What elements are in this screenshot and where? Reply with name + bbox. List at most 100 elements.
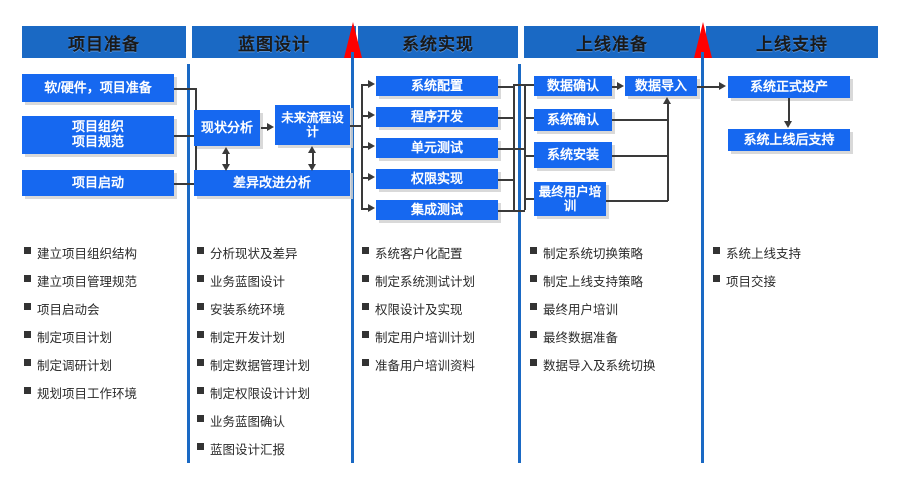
box-hw-sw-prep[interactable]: 软/硬件，项目准备 bbox=[22, 74, 174, 102]
conn-realize-f3 bbox=[361, 146, 369, 148]
box-to-be[interactable]: 未来流程设计 bbox=[275, 105, 350, 145]
list-item-label: 制定权限设计计划 bbox=[210, 387, 311, 401]
bullet-square-icon bbox=[713, 275, 720, 282]
list-item: 制定权限设计计划 bbox=[197, 383, 355, 402]
box-sys-install[interactable]: 系统安装 bbox=[534, 142, 612, 168]
box-gap-analysis[interactable]: 差异改进分析 bbox=[194, 170, 350, 196]
conn-dc-di-arrow bbox=[617, 82, 624, 90]
list-item-label: 项目启动会 bbox=[37, 303, 100, 317]
conn-di-prod-arrow bbox=[719, 82, 726, 90]
box-post-support[interactable]: 系统上线后支持 bbox=[728, 129, 850, 151]
conn-asis-tobe-arrow bbox=[267, 123, 274, 131]
list-item-label: 制定调研计划 bbox=[37, 359, 113, 373]
list-item: 系统客户化配置 bbox=[362, 243, 520, 262]
conn-si-right bbox=[612, 155, 668, 157]
list-item-label: 准备用户培训资料 bbox=[375, 359, 476, 373]
box-org-norm[interactable]: 项目组织 项目规范 bbox=[22, 116, 174, 154]
phase-header-realize[interactable]: 系统实现 bbox=[358, 26, 518, 58]
bullet-square-icon bbox=[24, 303, 31, 310]
box-enduser-train[interactable]: 最终用户培训 bbox=[534, 182, 606, 216]
conn-realize-arrow-4 bbox=[368, 173, 375, 181]
list-item: 权限设计及实现 bbox=[362, 299, 520, 318]
box-as-is[interactable]: 现状分析 bbox=[194, 110, 260, 146]
conn-asis-tobe bbox=[261, 127, 268, 129]
list-item: 最终用户培训 bbox=[530, 299, 700, 318]
bullet-square-icon bbox=[24, 331, 31, 338]
list-item-label: 规划项目工作环境 bbox=[37, 387, 138, 401]
list-item: 制定上线支持策略 bbox=[530, 271, 700, 290]
conn-prep4-f1 bbox=[524, 84, 538, 86]
list-item-label: 制定项目计划 bbox=[37, 331, 113, 345]
list-item: 规划项目工作环境 bbox=[24, 383, 182, 402]
bullet-square-icon bbox=[530, 359, 537, 366]
conn-realize-collapse-v bbox=[513, 86, 515, 211]
milestone-triangle-2 bbox=[694, 22, 712, 58]
deliverables-golive-prep: 制定系统切换策略 制定上线支持策略 最终用户培训 最终数据准备 数据导入及系统切… bbox=[530, 243, 700, 383]
list-item: 建立项目管理规范 bbox=[24, 271, 182, 290]
bullet-square-icon bbox=[24, 275, 31, 282]
bullet-square-icon bbox=[197, 415, 204, 422]
box-data-import[interactable]: 数据导入 bbox=[625, 76, 697, 96]
phase-header-prep[interactable]: 项目准备 bbox=[22, 26, 186, 58]
phase-header-blueprint[interactable]: 蓝图设计 bbox=[192, 26, 356, 58]
phase-header-golive-support[interactable]: 上线支持 bbox=[706, 26, 878, 58]
list-item: 数据导入及系统切换 bbox=[530, 355, 700, 374]
bullet-square-icon bbox=[197, 359, 204, 366]
box-kickoff[interactable]: 项目启动 bbox=[22, 170, 174, 196]
list-item-label: 蓝图设计汇报 bbox=[210, 443, 286, 457]
conn-di-prod bbox=[697, 86, 720, 88]
conn-tobe-gap-arrow-up bbox=[308, 146, 316, 153]
list-item: 业务蓝图确认 bbox=[197, 411, 355, 430]
conn-prep4-bot bbox=[513, 210, 525, 212]
bullet-square-icon bbox=[197, 443, 204, 450]
bullet-square-icon bbox=[362, 303, 369, 310]
bullet-square-icon bbox=[24, 247, 31, 254]
list-item: 制定调研计划 bbox=[24, 355, 182, 374]
bullet-square-icon bbox=[530, 275, 537, 282]
conn-prep-1-h bbox=[174, 88, 196, 90]
conn-r5-h bbox=[498, 210, 514, 212]
list-item-label: 制定上线支持策略 bbox=[543, 275, 644, 289]
deliverables-realize: 系统客户化配置 制定系统测试计划 权限设计及实现 制定用户培训计划 准备用户培训… bbox=[362, 243, 520, 383]
box-sys-config[interactable]: 系统配置 bbox=[376, 76, 498, 96]
list-item: 准备用户培训资料 bbox=[362, 355, 520, 374]
box-auth-impl[interactable]: 权限实现 bbox=[376, 169, 498, 189]
deliverables-prep: 建立项目组织结构 建立项目管理规范 项目启动会 制定项目计划 制定调研计划 规划… bbox=[24, 243, 182, 411]
box-unit-test[interactable]: 单元测试 bbox=[376, 138, 498, 158]
conn-realize-arrow-5 bbox=[368, 204, 375, 212]
conn-asis-gap-arrow-down bbox=[222, 164, 230, 171]
list-item: 蓝图设计汇报 bbox=[197, 439, 355, 458]
list-item-label: 最终用户培训 bbox=[543, 303, 619, 317]
box-data-confirm[interactable]: 数据确认 bbox=[534, 76, 612, 96]
list-item-label: 业务蓝图设计 bbox=[210, 275, 286, 289]
list-item: 制定开发计划 bbox=[197, 327, 355, 346]
bullet-square-icon bbox=[197, 247, 204, 254]
bullet-square-icon bbox=[197, 331, 204, 338]
list-item: 制定数据管理计划 bbox=[197, 355, 355, 374]
conn-tobe-gap-arrow-down bbox=[308, 164, 316, 171]
box-integration-test[interactable]: 集成测试 bbox=[376, 200, 498, 220]
phase-header-golive-prep[interactable]: 上线准备 bbox=[524, 26, 700, 58]
box-dev[interactable]: 程序开发 bbox=[376, 107, 498, 127]
bullet-square-icon bbox=[530, 303, 537, 310]
conn-merge-up-arrow bbox=[663, 97, 671, 104]
list-item-label: 制定数据管理计划 bbox=[210, 359, 311, 373]
bullet-square-icon bbox=[24, 359, 31, 366]
list-item: 业务蓝图设计 bbox=[197, 271, 355, 290]
conn-r4-h bbox=[498, 179, 514, 181]
box-go-production[interactable]: 系统正式投产 bbox=[728, 76, 850, 98]
conn-dc-di bbox=[612, 86, 618, 88]
list-item: 制定系统切换策略 bbox=[530, 243, 700, 262]
list-item-label: 最终数据准备 bbox=[543, 331, 619, 345]
list-item-label: 制定系统测试计划 bbox=[375, 275, 476, 289]
conn-tr-right bbox=[606, 200, 668, 202]
conn-prep4-top bbox=[513, 84, 525, 86]
conn-prep4-f4 bbox=[524, 198, 538, 200]
list-item-label: 建立项目管理规范 bbox=[37, 275, 138, 289]
list-item-label: 系统上线支持 bbox=[726, 247, 802, 261]
conn-prep-2-h bbox=[174, 135, 196, 137]
conn-prep4-f3 bbox=[524, 155, 538, 157]
box-sys-confirm[interactable]: 系统确认 bbox=[534, 109, 612, 131]
list-item-label: 业务蓝图确认 bbox=[210, 415, 286, 429]
deliverables-blueprint: 分析现状及差异 业务蓝图设计 安装系统环境 制定开发计划 制定数据管理计划 制定… bbox=[197, 243, 355, 467]
